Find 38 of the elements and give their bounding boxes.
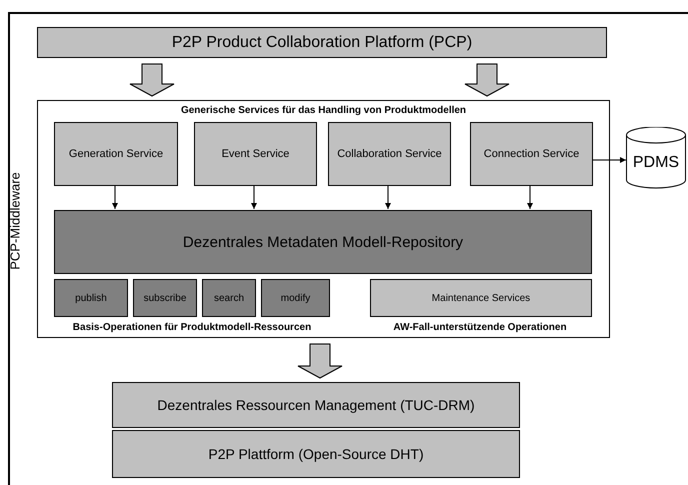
- node-label: Event Service: [222, 148, 290, 160]
- node-label: PDMS: [632, 154, 680, 172]
- service-box: [194, 122, 317, 186]
- block-arrow: [130, 64, 174, 97]
- arrow: [251, 184, 257, 210]
- node-label: Dezentrales Metadaten Modell-Repository: [182, 234, 464, 250]
- group-heading: Generische Services für das Handling von Produktmodellen: [180, 105, 466, 116]
- node-label: Generation Service: [68, 148, 164, 160]
- layer-box: [112, 430, 520, 478]
- node-label: Maintenance Services: [432, 292, 530, 304]
- operation-box: [54, 279, 128, 317]
- group-caption: Basis-Operationen für Produktmodell-Ressourcen: [72, 322, 312, 333]
- node-label: Collaboration Service: [337, 148, 442, 160]
- node-label: Connection Service: [484, 148, 580, 160]
- node-label: subscribe: [144, 292, 186, 304]
- operation-box: [261, 279, 330, 317]
- operation-box: [202, 279, 256, 317]
- node-label: Dezentrales Ressourcen Management (TUC-DRM): [157, 397, 475, 413]
- node-label: modify: [280, 292, 310, 304]
- operation-box: [370, 279, 592, 317]
- layer-box: [112, 382, 520, 428]
- node-label: P2P Plattform (Open-Source DHT): [208, 446, 424, 462]
- repository-box: [54, 210, 592, 274]
- side-label: PCP-Middleware: [8, 172, 22, 270]
- node-label: publish: [75, 292, 107, 304]
- block-arrow: [464, 64, 510, 97]
- block-arrow: [298, 344, 342, 379]
- service-box: [54, 122, 178, 186]
- node-label: P2P Product Collaboration Platform (PCP): [172, 34, 472, 52]
- service-box: [328, 122, 451, 186]
- arrow: [112, 184, 118, 210]
- platform-bar: [37, 27, 607, 58]
- arrow: [385, 184, 391, 210]
- arrow: [592, 157, 626, 163]
- node-label: search: [214, 292, 244, 304]
- service-box: [470, 122, 593, 186]
- operation-box: [133, 279, 197, 317]
- arrow: [527, 184, 533, 210]
